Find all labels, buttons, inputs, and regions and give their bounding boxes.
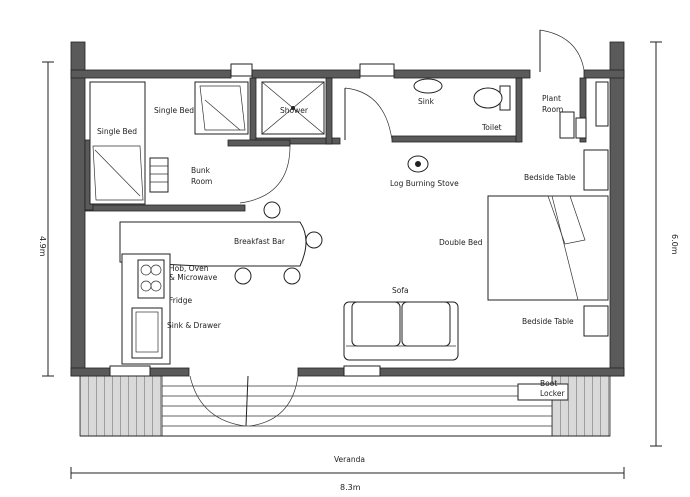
label-single-bed-top: Single Bed [154,106,194,115]
label-sofa: Sofa [392,286,409,295]
boot-locker [517,383,569,401]
label-sink: Sink [418,97,435,106]
dimension-height-right: 6.0m [670,234,679,255]
label-veranda: Veranda [334,455,365,464]
label-double-bed: Double Bed [439,238,483,247]
log-burning-stove [407,155,429,173]
single-bed-left [89,81,169,205]
plant-room [559,81,609,139]
label-toilet: Toilet [481,123,502,132]
interior-walls [84,77,587,212]
outer-walls [70,41,625,377]
label-single-bed-left: Single Bed [97,127,137,136]
door-swings [189,29,585,427]
label-sink-drawer: Sink & Drawer [167,321,222,330]
label-hob-oven: Hob, Oven& Microwave [169,264,218,282]
dimension-width: 8.3m [340,483,361,492]
label-bedside-table-bottom: Bedside Table [522,317,574,326]
sofa [343,301,459,361]
label-bedside-table-top: Bedside Table [524,173,576,182]
kitchen [121,253,171,365]
dimension-lines [42,41,662,479]
dimension-height-left: 4.9m [38,236,47,257]
single-bed-top [194,81,249,135]
room-labels: Single Bed Single Bed Shower Sink Toilet… [97,94,576,464]
shower [261,81,325,135]
dimension-labels: 8.3m 4.9m 6.0m [38,234,679,492]
label-log-burning-stove: Log Burning Stove [390,179,459,188]
label-fridge: Fridge [169,296,192,305]
label-breakfast-bar: Breakfast Bar [234,237,286,246]
double-bed [487,149,609,337]
bathroom-fixtures [413,78,511,111]
label-shower: Shower [280,106,309,115]
